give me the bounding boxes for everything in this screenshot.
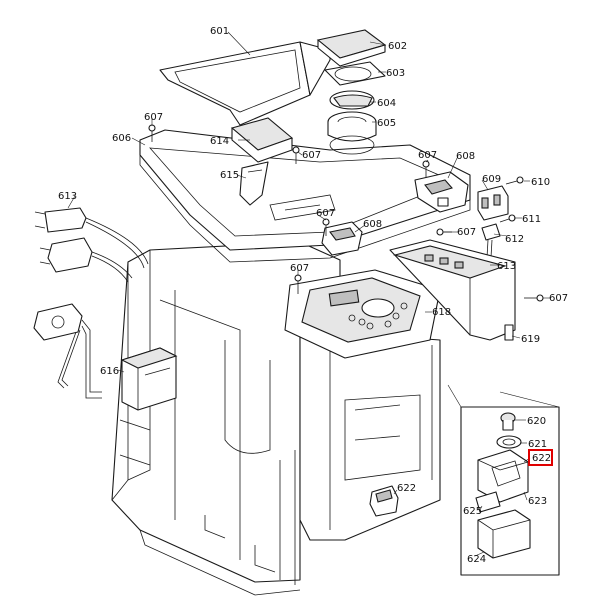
callout-607-f: 607 xyxy=(290,263,309,274)
power-cord-plug-2 xyxy=(39,237,133,283)
control-panel xyxy=(284,269,441,359)
callout-622-inset: 622 xyxy=(532,453,551,464)
callout-621: 621 xyxy=(528,439,547,450)
callout-607-c: 607 xyxy=(418,150,437,161)
callout-608-b: 608 xyxy=(363,219,382,230)
callout-624: 624 xyxy=(467,554,486,565)
callout-618: 618 xyxy=(432,307,451,318)
callout-607-e: 607 xyxy=(457,227,476,238)
screws xyxy=(148,124,544,302)
callout-605: 605 xyxy=(377,118,396,129)
part-621 xyxy=(496,435,522,449)
grinder-burr xyxy=(327,111,377,155)
callout-616: 616 xyxy=(100,366,119,377)
hinge-608-right xyxy=(414,171,469,213)
callout-614: 614 xyxy=(210,136,229,147)
power-cord-plug-3 xyxy=(33,303,102,399)
part-624 xyxy=(477,509,531,559)
leader-lines xyxy=(67,31,550,557)
highlight-box-622 xyxy=(528,449,553,466)
callout-610: 610 xyxy=(531,177,550,188)
callout-611: 611 xyxy=(522,214,541,225)
detail-inset xyxy=(447,384,560,576)
callout-603: 603 xyxy=(386,68,405,79)
callout-613-b: 613 xyxy=(497,261,516,272)
callout-604: 604 xyxy=(377,98,396,109)
power-board xyxy=(389,239,516,341)
callout-622-base: 622 xyxy=(397,483,416,494)
powder-chute-lid xyxy=(230,117,294,163)
bean-hopper xyxy=(159,41,331,126)
hinge-608-left xyxy=(321,221,363,256)
callout-609: 609 xyxy=(482,174,501,185)
callout-601: 601 xyxy=(210,26,229,37)
callout-607-a: 607 xyxy=(144,112,163,123)
callout-619: 619 xyxy=(521,334,540,345)
screw-607-f xyxy=(294,274,302,294)
transformer xyxy=(120,347,178,411)
screw-607-c xyxy=(422,160,430,178)
screw-611 xyxy=(499,214,516,223)
callout-607-d: 607 xyxy=(316,208,335,219)
callout-607-g: 607 xyxy=(549,293,568,304)
microswitch-622 xyxy=(369,485,399,517)
callout-623: 623 xyxy=(528,496,547,507)
part-623 xyxy=(477,449,529,503)
power-cord-plug-1 xyxy=(34,207,149,269)
part-625 xyxy=(475,491,501,513)
callout-625: 625 xyxy=(463,506,482,517)
powder-chute xyxy=(239,161,269,206)
callout-612: 612 xyxy=(505,234,524,245)
callout-613-a: 613 xyxy=(58,191,77,202)
side-housing xyxy=(299,329,441,541)
hopper-seal xyxy=(324,61,386,86)
screw-607-b xyxy=(292,146,300,164)
callout-602: 602 xyxy=(388,41,407,52)
screw-610 xyxy=(505,176,524,185)
screw-607-g xyxy=(524,294,544,302)
part-620 xyxy=(500,412,516,431)
callout-615: 615 xyxy=(220,170,239,181)
callout-606: 606 xyxy=(112,133,131,144)
callout-620: 620 xyxy=(527,416,546,427)
screw-607-d xyxy=(322,218,330,236)
callouts: 601 602 603 604 605 606 607 607 607 607 … xyxy=(58,26,568,565)
callout-607-b: 607 xyxy=(302,150,321,161)
terminal-block xyxy=(477,185,509,221)
grinder-coupling xyxy=(329,90,375,110)
callout-608-a: 608 xyxy=(456,151,475,162)
